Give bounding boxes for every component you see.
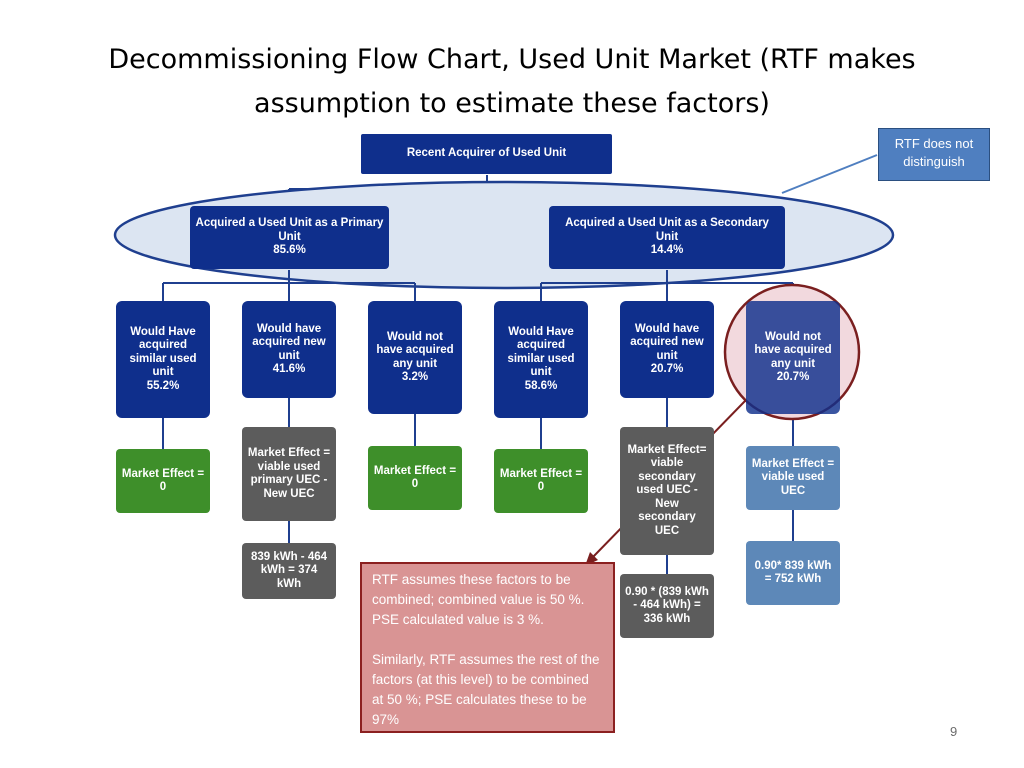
node-label: 0.90* 839 kWh = 752 kWh [754,559,832,586]
node-value: 58.6% [524,379,558,392]
node-label: Would have acquired new unit [630,322,704,362]
level2-node-5: Would have acquired new unit 20.7% [620,301,714,398]
level4-node-3: 0.90* 839 kWh = 752 kWh [746,541,840,605]
node-label: Acquired a Used Unit as a Secondary Unit [565,217,769,243]
slide-title-line2: assumption to estimate these factors) [254,88,770,119]
level2-node-3: Would not have acquired any unit 3.2% [368,301,462,414]
level4-node-1: 839 kWh - 464 kWh = 374 kWh [242,543,336,599]
level3-node-3: Market Effect = 0 [368,446,462,510]
level3-node-4: Market Effect = 0 [494,449,588,513]
level2-node-4: Would Have acquired similar used unit 58… [494,301,588,418]
note-text: RTF does not distinguish [894,136,974,169]
node-label: Acquired a Used Unit as a Primary Unit [195,217,384,243]
node-value: 14.4% [650,244,684,257]
node-label: Market Effect= viable secondary used UEC… [627,443,707,537]
level2-node-6: Would not have acquired any unit 20.7% [746,301,840,414]
note-paragraph-1: RTF assumes these factors to be combined… [372,572,585,627]
node-value: 41.6% [272,363,306,375]
node-label: Market Effect = 0 [499,467,583,494]
node-label: Would not have acquired any unit [754,330,832,370]
node-value: 3.2% [401,371,429,383]
slide-title: Decommissioning Flow Chart, Used Unit Ma… [40,38,984,126]
level4-node-2: 0.90 * (839 kWh - 464 kWh) = 336 kWh [620,574,714,638]
page-number: 9 [950,724,958,739]
connectors-level1 [162,270,794,301]
node-label: Would not have acquired any unit [376,330,454,370]
node-value: 55.2% [146,379,180,392]
rtf-assumes-note: RTF assumes these factors to be combined… [360,562,615,733]
node-label: Would Have acquired similar used unit [507,325,575,379]
node-label: Market Effect = viable used primary UEC … [247,447,331,500]
level2-node-2: Would have acquired new unit 41.6% [242,301,336,398]
level3-node-6: Market Effect = viable used UEC [746,446,840,510]
node-label: Market Effect = 0 [121,467,205,494]
node-label: Would have acquired new unit [252,322,326,362]
node-value: 20.7% [776,371,810,383]
level1-node-primary: Acquired a Used Unit as a Primary Unit 8… [190,206,389,269]
connectors-level2 [162,398,794,574]
node-value: 85.6% [273,244,306,257]
level2-node-1: Would Have acquired similar used unit 55… [116,301,210,418]
root-node-label: Recent Acquirer of Used Unit [406,147,567,160]
note-paragraph-2: Similarly, RTF assumes the rest of the f… [372,652,600,727]
level3-node-1: Market Effect = 0 [116,449,210,513]
node-label: 0.90 * (839 kWh - 464 kWh) = 336 kWh [625,585,709,625]
slide-title-line1: Decommissioning Flow Chart, Used Unit Ma… [108,44,916,75]
rtf-does-not-distinguish-note: RTF does not distinguish [878,128,990,181]
root-node: Recent Acquirer of Used Unit [361,134,612,174]
rtf-note-arrow [781,154,878,194]
node-label: Market Effect = viable used UEC [751,457,835,497]
node-label: 839 kWh - 464 kWh = 374 kWh [250,550,328,590]
node-value: 20.7% [650,363,684,375]
node-label: Market Effect = 0 [373,464,457,491]
level1-node-secondary: Acquired a Used Unit as a Secondary Unit… [549,206,785,269]
level3-node-2: Market Effect = viable used primary UEC … [242,427,336,521]
level3-node-5: Market Effect= viable secondary used UEC… [620,427,714,555]
node-label: Would Have acquired similar used unit [129,325,197,379]
